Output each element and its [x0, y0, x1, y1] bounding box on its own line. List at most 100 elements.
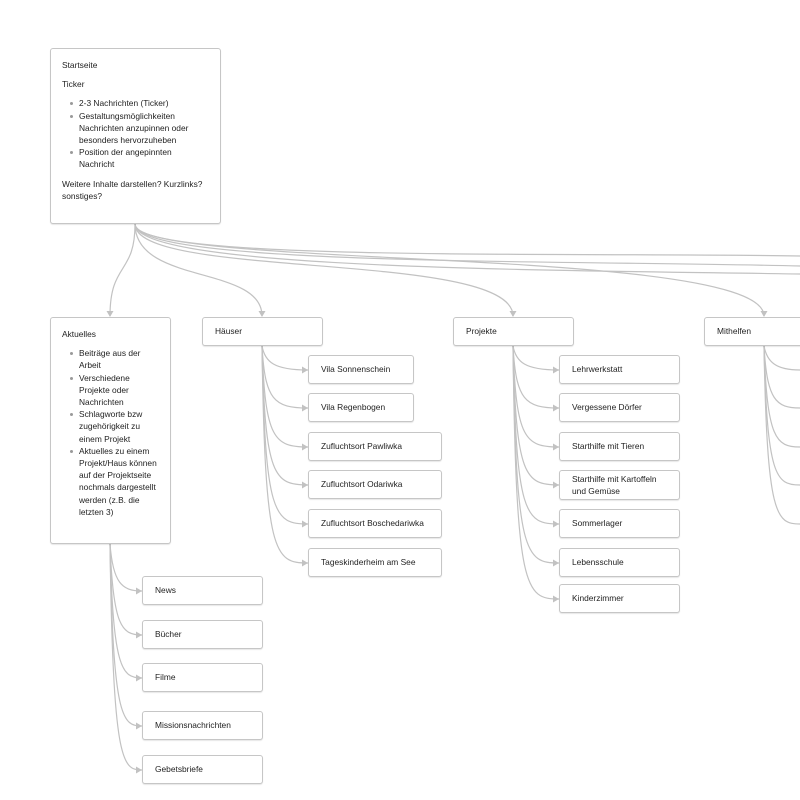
aktuelles-bullet: Verschiedene Projekte oder Nachrichten [62, 372, 159, 409]
arrowhead [302, 520, 308, 528]
node-label: Missionsnachrichten [155, 720, 231, 731]
node-vila-regenbogen[interactable]: Vila Regenbogen [308, 393, 414, 422]
node-label: Zufluchtsort Boschedariwka [321, 518, 424, 529]
startseite-bullet-list: 2-3 Nachrichten (Ticker) Gestaltungsmögl… [62, 97, 209, 170]
node-zufluchtsort-pawliwka[interactable]: Zufluchtsort Pawliwka [308, 432, 442, 461]
edge-startseite-haeuser [134, 223, 263, 317]
arrowhead [553, 595, 559, 603]
node-mithelfen[interactable]: Mithelfen [704, 317, 800, 346]
node-label: Lebensschule [572, 557, 624, 568]
aktuelles-bullet-list: Beiträge aus der Arbeit Verschiedene Pro… [62, 347, 159, 518]
node-label: Vila Regenbogen [321, 402, 386, 413]
startseite-bullet: Position der angepinnten Nachricht [62, 146, 209, 170]
node-haeuser[interactable]: Häuser [202, 317, 323, 346]
node-starthilfe-mit-tieren[interactable]: Starthilfe mit Tieren [559, 432, 680, 461]
edge-haeuser-child [261, 345, 309, 486]
edge-startseite-offscreen [134, 223, 800, 275]
node-label: Kinderzimmer [572, 593, 624, 604]
arrowhead [553, 443, 559, 451]
aktuelles-title: Aktuelles [62, 329, 96, 339]
arrowhead [302, 404, 308, 412]
node-zufluchtsort-odariwka[interactable]: Zufluchtsort Odariwka [308, 470, 442, 499]
aktuelles-bullet: Beiträge aus der Arbeit [62, 347, 159, 371]
edge-startseite-offscreen [134, 223, 800, 267]
node-zufluchtsort-boschedariwka[interactable]: Zufluchtsort Boschedariwka [308, 509, 442, 538]
node-vila-sonnenschein[interactable]: Vila Sonnenschein [308, 355, 414, 384]
node-projekte[interactable]: Projekte [453, 317, 574, 346]
arrowhead [553, 520, 559, 528]
node-label: Starthilfe mit Tieren [572, 441, 645, 452]
edge-startseite-offscreen [134, 223, 800, 257]
node-label: Zufluchtsort Odariwka [321, 479, 403, 490]
node-label: Filme [155, 672, 176, 683]
edge-haeuser-child [261, 345, 309, 409]
node-label: Vergessene Dörfer [572, 402, 642, 413]
node-lehrwerkstatt[interactable]: Lehrwerkstatt [559, 355, 680, 384]
node-label: Gebetsbriefe [155, 764, 203, 775]
edge-startseite-projekte [134, 223, 514, 317]
edge-mithelfen-offscreen [763, 345, 800, 371]
startseite-title: Startseite [62, 60, 98, 70]
arrowhead [760, 311, 768, 317]
arrowhead [136, 722, 142, 730]
edge-mithelfen-offscreen [763, 345, 800, 525]
arrowhead [553, 481, 559, 489]
edge-projekte-child [512, 345, 560, 486]
node-gebetsbriefe[interactable]: Gebetsbriefe [142, 755, 263, 784]
arrowhead [136, 631, 142, 639]
node-filme[interactable]: Filme [142, 663, 263, 692]
startseite-bullet: 2-3 Nachrichten (Ticker) [62, 97, 209, 109]
projekte-title: Projekte [466, 326, 497, 337]
node-news[interactable]: News [142, 576, 263, 605]
node-missionsnachrichten[interactable]: Missionsnachrichten [142, 711, 263, 740]
arrowhead [553, 404, 559, 412]
arrowhead [302, 559, 308, 567]
edge-projekte-child [512, 345, 560, 525]
edge-aktuelles-child [109, 543, 143, 592]
edge-haeuser-child [261, 345, 309, 564]
node-label: Bücher [155, 629, 182, 640]
edge-mithelfen-offscreen [763, 345, 800, 448]
node-label: News [155, 585, 176, 596]
arrowhead [136, 674, 142, 682]
node-label: Tageskinderheim am See [321, 557, 416, 568]
aktuelles-bullet: Schlagworte bzw zugehörigkeit zu einem P… [62, 408, 159, 445]
node-label: Lehrwerkstatt [572, 364, 623, 375]
node-label: Zufluchtsort Pawliwka [321, 441, 402, 452]
edge-startseite-mithelfen [134, 223, 765, 317]
node-buecher[interactable]: Bücher [142, 620, 263, 649]
node-label: Starthilfe mit Kartoffeln und Gemüse [572, 473, 657, 496]
node-vergessene-doerfer[interactable]: Vergessene Dörfer [559, 393, 680, 422]
edge-projekte-child [512, 345, 560, 600]
arrowhead [302, 481, 308, 489]
aktuelles-bullet: Aktuelles zu einem Projekt/Haus können a… [62, 445, 159, 518]
node-label: Vila Sonnenschein [321, 364, 391, 375]
edge-mithelfen-offscreen [763, 345, 800, 409]
arrowhead [302, 443, 308, 451]
node-lebensschule[interactable]: Lebensschule [559, 548, 680, 577]
edge-haeuser-child [261, 345, 309, 525]
node-sommerlager[interactable]: Sommerlager [559, 509, 680, 538]
startseite-subtitle: Ticker [62, 79, 85, 90]
edge-startseite-aktuelles [109, 223, 136, 317]
arrowhead [258, 311, 266, 317]
mithelfen-title: Mithelfen [717, 326, 751, 337]
node-tageskinderheim-am-see[interactable]: Tageskinderheim am See [308, 548, 442, 577]
arrowhead [553, 559, 559, 567]
startseite-bullet: Gestaltungsmöglichkeiten Nachrichten anz… [62, 110, 209, 147]
haeuser-title: Häuser [215, 326, 242, 337]
arrowhead [136, 587, 142, 595]
edge-projekte-child [512, 345, 560, 409]
node-starthilfe-mit-kartoffeln[interactable]: Starthilfe mit Kartoffeln und Gemüse [559, 470, 680, 500]
node-startseite[interactable]: Startseite Ticker 2-3 Nachrichten (Ticke… [50, 48, 221, 224]
node-label: Sommerlager [572, 518, 623, 529]
edge-haeuser-child [261, 345, 309, 371]
arrowhead [509, 311, 517, 317]
edge-projekte-child [512, 345, 560, 371]
edge-aktuelles-child [109, 543, 143, 771]
node-kinderzimmer[interactable]: Kinderzimmer [559, 584, 680, 613]
arrowhead [553, 366, 559, 374]
arrowhead [106, 311, 114, 317]
node-aktuelles[interactable]: Aktuelles Beiträge aus der Arbeit Versch… [50, 317, 171, 544]
